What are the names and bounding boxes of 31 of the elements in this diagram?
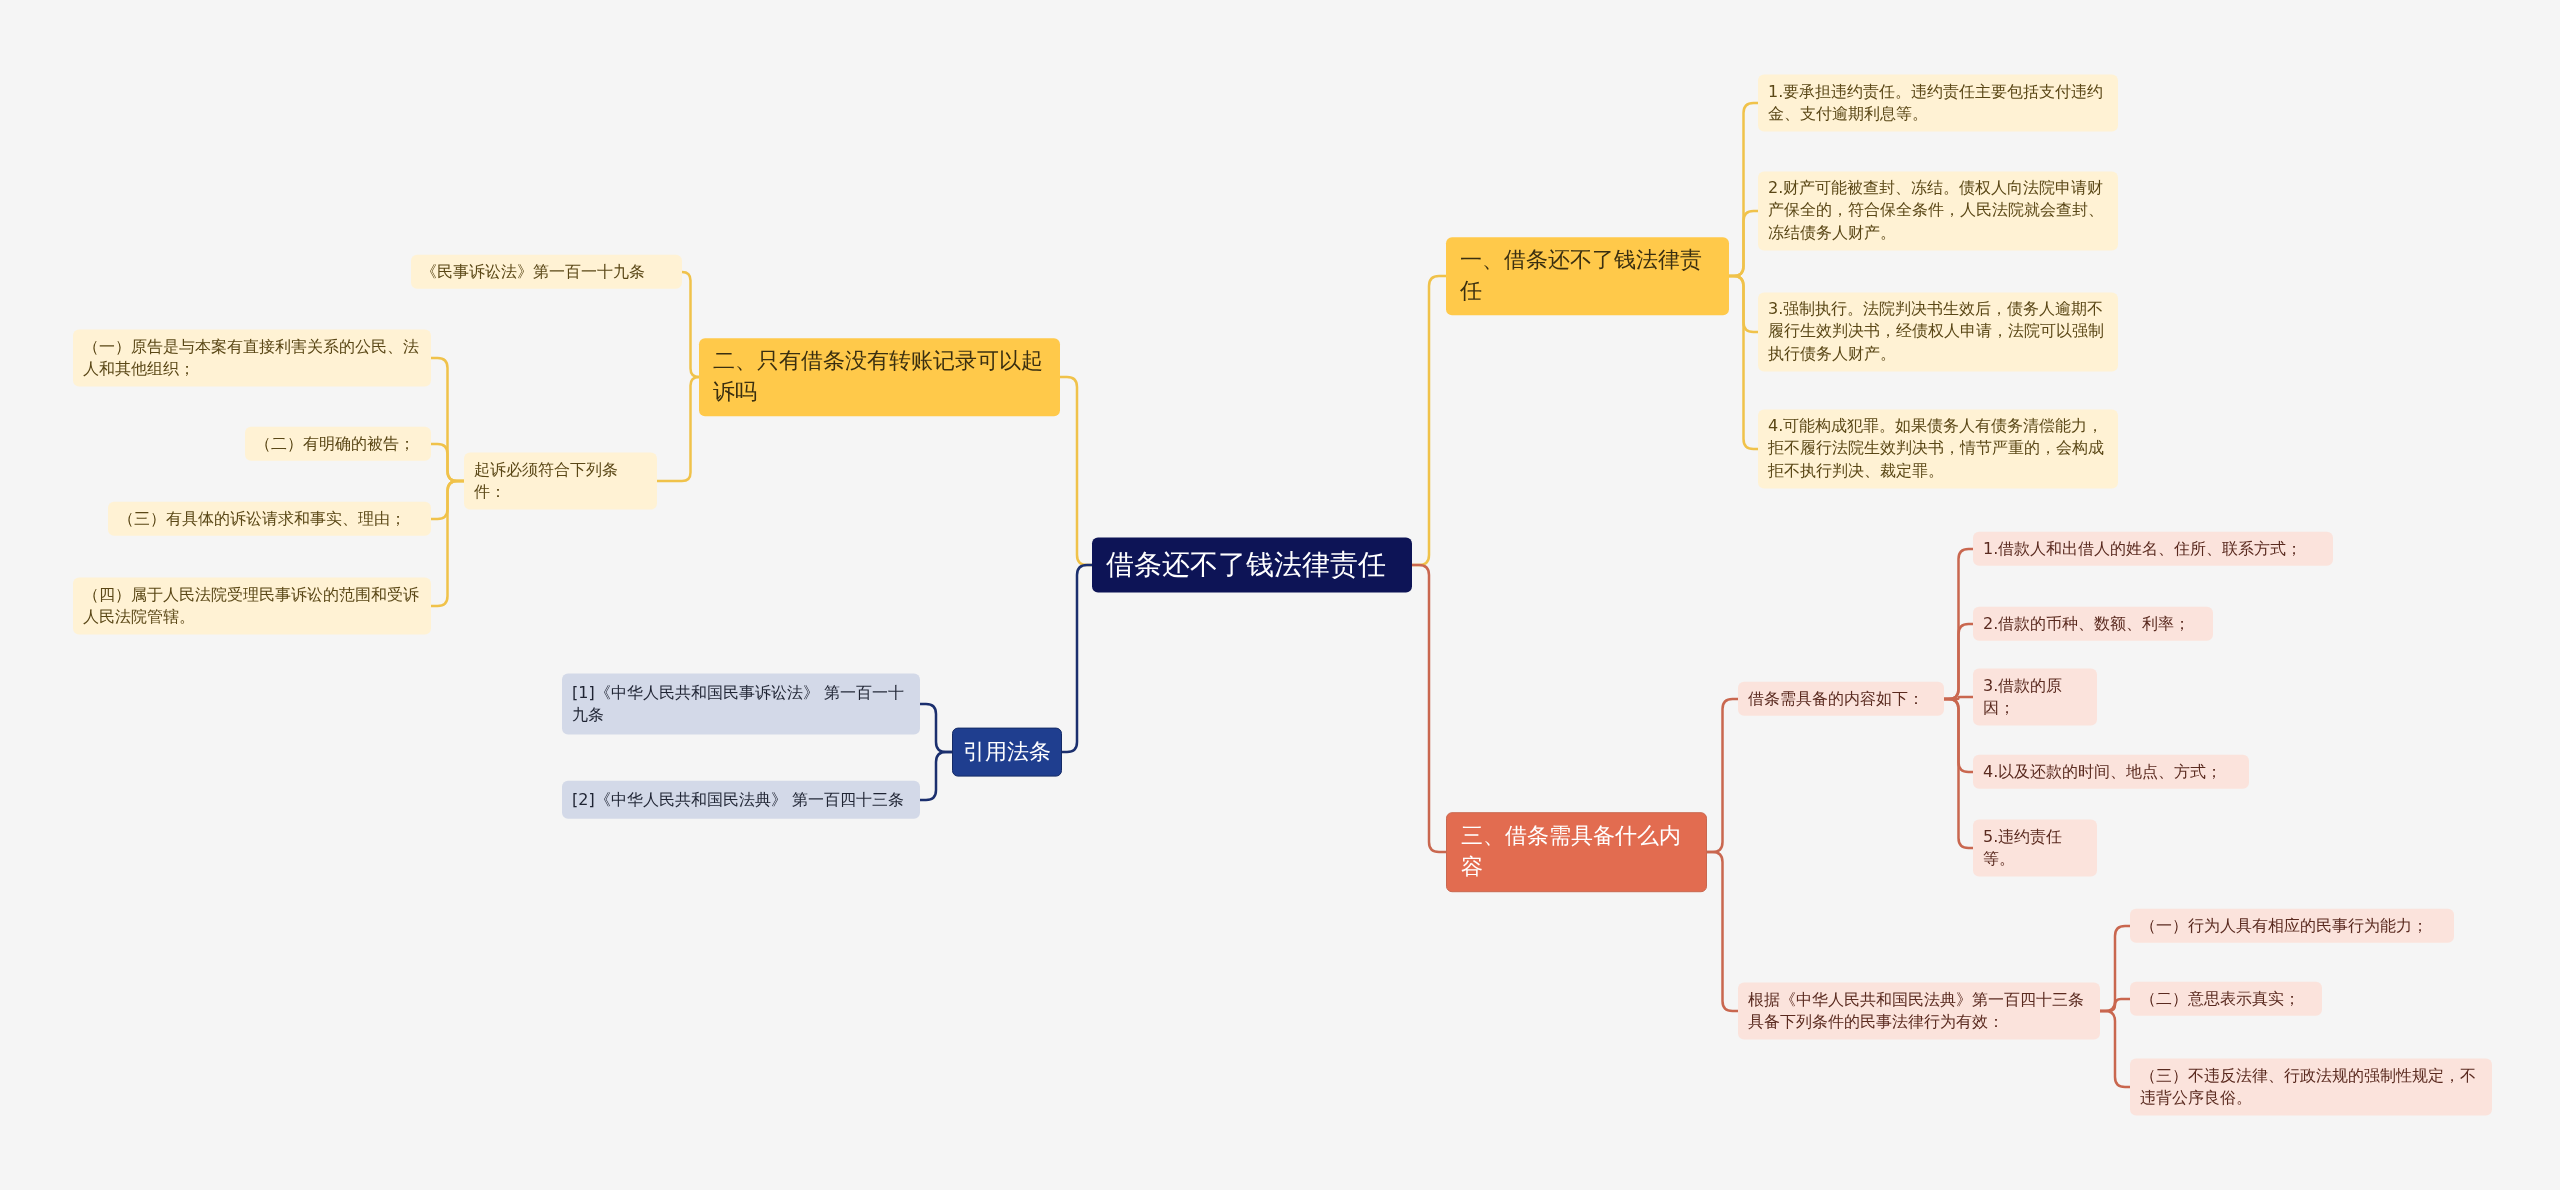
subtopic: 起诉必须符合下列条件： (464, 452, 657, 510)
subtopic: 1.借款人和出借人的姓名、住所、联系方式； (1973, 531, 2333, 567)
branch-topic: 一、借条还不了钱法律责任 (1446, 237, 1729, 315)
subtopic: （三）不违反法律、行政法规的强制性规定，不违背公序良俗。 (2130, 1058, 2492, 1116)
subtopic: 根据《中华人民共和国民法典》第一百四十三条具备下列条件的民事法律行为有效： (1738, 982, 2100, 1040)
connector-line (920, 750, 952, 802)
subtopic: 《民事诉讼法》第一百一十九条 (411, 254, 682, 290)
subtopic: 2.财产可能被查封、冻结。债权人向法院申请财产保全的，符合保全条件，人民法院就会查封、冻结债务人财产。 (1758, 171, 2118, 251)
subtopic: （三）有具体的诉讼请求和事实、理由； (108, 501, 431, 537)
subtopic: （二）意思表示真实； (2130, 981, 2322, 1017)
branch-topic: 三、借条需具备什么内容 (1446, 812, 1707, 892)
subtopic: 4.以及还款的时间、地点、方式； (1973, 754, 2249, 790)
subtopic: （二）有明确的被告； (245, 426, 431, 462)
subtopic: （一）行为人具有相应的民事行为能力； (2130, 908, 2454, 944)
subtopic: 1.要承担违约责任。违约责任主要包括支付违约金、支付逾期利息等。 (1758, 74, 2118, 132)
subtopic: 4.可能构成犯罪。如果债务人有债务清偿能力，拒不履行法院生效判决书，情节严重的，会构成拒不执行判决、裁定罪。 (1758, 409, 2118, 489)
subtopic: 3.借款的原因； (1973, 668, 2097, 726)
subtopic: [2]《中华人民共和国民法典》 第一百四十三条 (562, 780, 920, 820)
subtopic: [1]《中华人民共和国民事诉讼法》 第一百一十九条 (562, 673, 920, 735)
subtopic: 3.强制执行。法院判决书生效后，债务人逾期不履行生效判决书，经债权人申请，法院可以强制执行债务人财产。 (1758, 292, 2118, 372)
connector-line (431, 479, 464, 608)
connector-line (657, 375, 701, 483)
subtopic: 2.借款的币种、数额、利率； (1973, 606, 2213, 642)
subtopic: 5.违约责任等。 (1973, 819, 2097, 877)
branch-topic: 引用法条 (952, 727, 1062, 777)
subtopic: （一）原告是与本案有直接利害关系的公民、法人和其他组织； (73, 329, 431, 387)
branch-topic: 二、只有借条没有转账记录可以起诉吗 (699, 338, 1060, 416)
central-topic: 借条还不了钱法律责任 (1092, 537, 1412, 593)
subtopic: 借条需具备的内容如下： (1738, 681, 1944, 717)
connector-line (1412, 563, 1446, 854)
subtopic: （四）属于人民法院受理民事诉讼的范围和受诉人民法院管辖。 (73, 577, 431, 635)
